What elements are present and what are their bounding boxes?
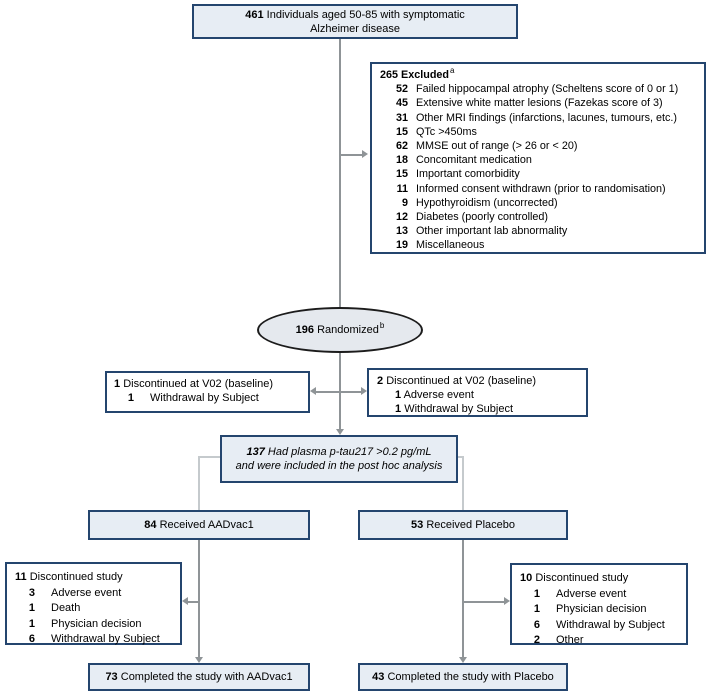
- v02-right-header: 2 Discontinued at V02 (baseline): [377, 375, 536, 387]
- elbow-plasma-to-aadvac1-v: [198, 456, 200, 510]
- elbow-plasma-to-placebo-h: [458, 456, 464, 458]
- arrowhead-v02-left: [310, 387, 316, 395]
- discontinued-v02-placebo-box: 2 Discontinued at V02 (baseline) 1 Adver…: [367, 368, 588, 417]
- enrollment-box: 461 Individuals aged 50-85 with symptoma…: [192, 4, 518, 39]
- v02-left-header: 1 Discontinued at V02 (baseline): [114, 378, 273, 390]
- v02-right-item: 1 Adverse event: [395, 389, 474, 401]
- enrollment-line2: Alzheimer disease: [310, 22, 400, 35]
- received-aadvac1-label: 84 Received AADvac1: [144, 519, 254, 531]
- completed-aadvac1-label: 73 Completed the study with AADvac1: [105, 671, 293, 683]
- plasma-line2: and were included in the post hoc analys…: [235, 460, 443, 472]
- randomized-ellipse: 196 Randomizedb: [257, 307, 423, 353]
- plasma-ptau-box: 137 Had plasma p-tau217 >0.2 pg/mL and w…: [220, 435, 458, 483]
- footnote-b: b: [379, 321, 385, 331]
- received-placebo-label: 53 Received Placebo: [411, 519, 515, 531]
- arrowhead-completed-placebo: [459, 657, 467, 663]
- disc-left-header: 11 Discontinued study: [15, 571, 123, 583]
- plasma-count: 137: [246, 446, 265, 458]
- v02-right-item: 1 Withdrawal by Subject: [395, 403, 514, 415]
- completed-placebo-box: 43 Completed the study with Placebo: [358, 663, 568, 691]
- elbow-plasma-to-aadvac1-h: [198, 456, 220, 458]
- connector-enrollment-to-randomized: [339, 39, 341, 307]
- arrowhead-plasma: [336, 429, 344, 435]
- enrollment-line1: 461 Individuals aged 50-85 with symptoma…: [245, 8, 465, 21]
- connector-to-excluded: [340, 154, 362, 156]
- elbow-plasma-to-placebo-v: [462, 456, 464, 510]
- completed-placebo-label: 43 Completed the study with Placebo: [372, 671, 554, 683]
- enrollment-count: 461: [245, 8, 264, 21]
- arrowhead-completed-aadvac1: [195, 657, 203, 663]
- arrowhead-disc-placebo: [504, 597, 510, 605]
- connector-to-disc-aadvac1: [188, 601, 199, 603]
- connector-to-disc-placebo: [463, 601, 504, 603]
- connector-aadvac1-to-completed: [198, 540, 200, 657]
- completed-aadvac1-box: 73 Completed the study with AADvac1: [88, 663, 310, 691]
- arrowhead-excluded: [362, 150, 368, 158]
- received-placebo-box: 53 Received Placebo: [358, 510, 568, 540]
- arrowhead-disc-aadvac1: [182, 597, 188, 605]
- randomized-label: 196 Randomizedb: [295, 321, 385, 336]
- connector-discontinued-v02: [316, 391, 361, 393]
- plasma-line1: 137 Had plasma p-tau217 >0.2 pg/mL: [246, 446, 432, 458]
- arrowhead-v02-right: [361, 387, 367, 395]
- received-aadvac1-box: 84 Received AADvac1: [88, 510, 310, 540]
- disc-right-header: 10 Discontinued study: [520, 572, 629, 584]
- excluded-header: 265 Excludeda: [380, 66, 455, 81]
- footnote-a: a: [450, 66, 455, 76]
- connector-placebo-to-completed: [462, 540, 464, 657]
